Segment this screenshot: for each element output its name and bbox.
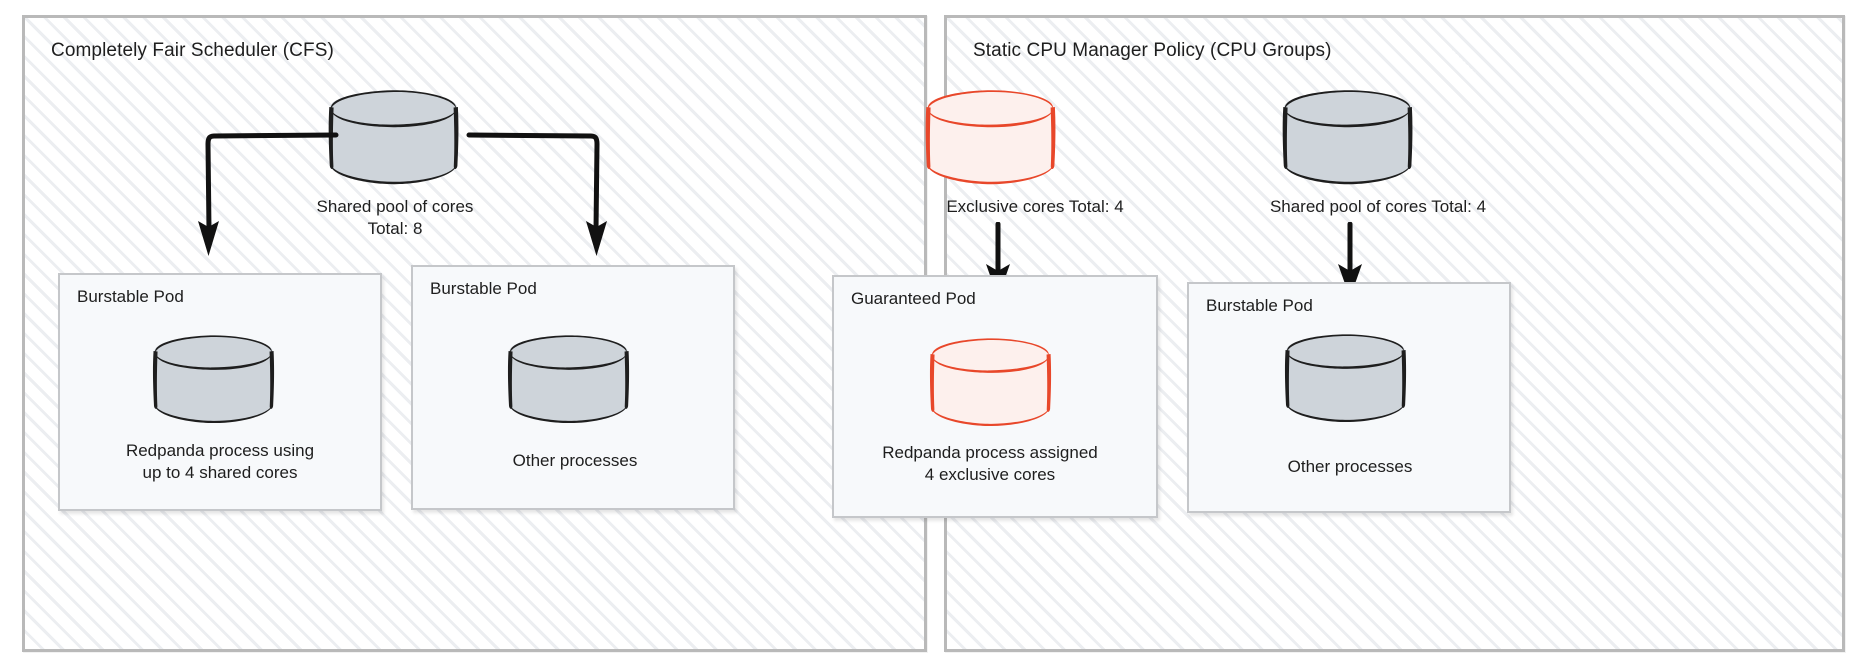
pod-burstable-redpanda-title: Burstable Pod <box>77 287 184 306</box>
pod-burstable-other-title: Burstable Pod <box>430 279 537 298</box>
other-processes-caption: Other processes <box>512 451 638 470</box>
redpanda-process-cylinder-icon-2 <box>920 336 1060 433</box>
redpanda-exclusive-caption: Redpanda process assigned 4 exclusive co… <box>882 443 1098 485</box>
shared-pool-cylinder-icon-2 <box>1272 88 1422 191</box>
shared-pool-cylinder-icon <box>318 88 468 191</box>
other-processes-cylinder-icon-2 <box>1275 332 1415 429</box>
shared-pool-caption: Shared pool of cores Total: 8 <box>316 197 474 239</box>
arrow-to-burstable-pod-1 <box>190 128 340 268</box>
pod-guaranteed-title: Guaranteed Pod <box>851 289 976 308</box>
redpanda-process-caption: Redpanda process using up to 4 shared co… <box>125 441 315 483</box>
redpanda-process-cylinder-icon <box>143 333 283 430</box>
exclusive-cores-cylinder-icon <box>915 88 1065 191</box>
panel-cfs-title: Completely Fair Scheduler (CFS) <box>51 40 334 61</box>
pod-guaranteed: Guaranteed Pod <box>832 275 1158 518</box>
pod-burstable-redpanda: Burstable Pod <box>58 273 382 511</box>
pod-burstable-other-2-title: Burstable Pod <box>1206 296 1313 315</box>
shared-pool-caption-2: Shared pool of cores Total: 4 <box>1269 197 1487 216</box>
arrow-to-burstable-pod-2 <box>465 128 615 268</box>
other-processes-cylinder-icon <box>498 333 638 430</box>
exclusive-cores-caption: Exclusive cores Total: 4 <box>946 197 1124 216</box>
arrow-to-burstable-pod-3 <box>1330 221 1370 307</box>
panel-static-cpu-manager-title: Static CPU Manager Policy (CPU Groups) <box>973 40 1332 61</box>
other-processes-caption-2: Other processes <box>1287 457 1413 476</box>
